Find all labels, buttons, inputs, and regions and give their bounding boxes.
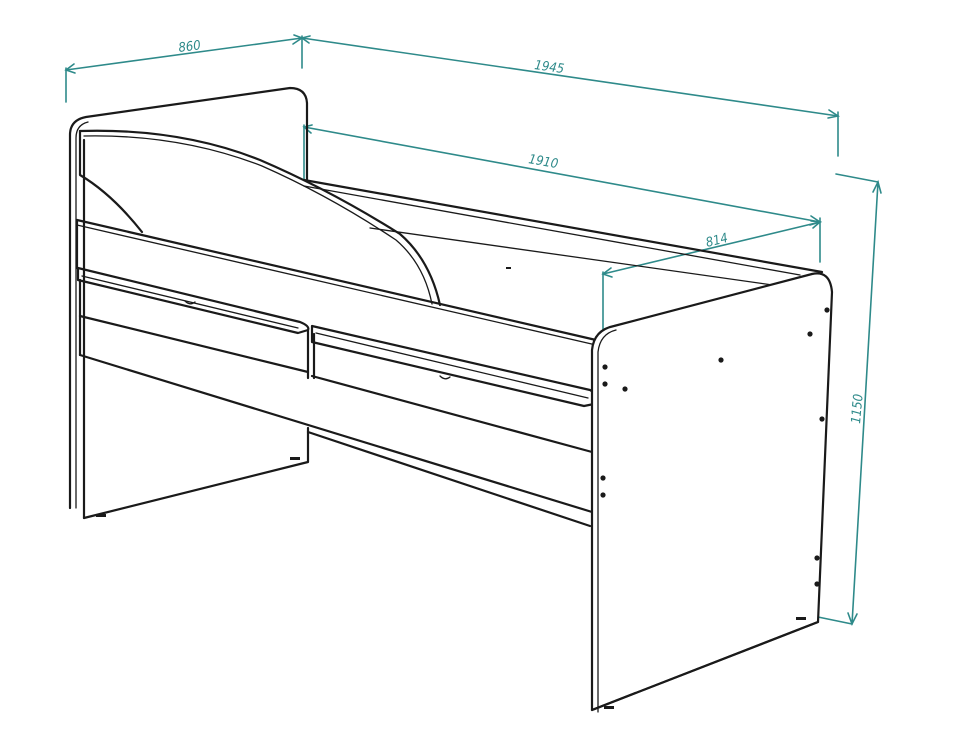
dimension-width-814 [601, 220, 822, 331]
dimension-labels: 860 1945 1910 814 1150 [178, 38, 867, 424]
bed-frame [68, 86, 834, 713]
right-footboard [590, 272, 834, 713]
left-headboard [68, 86, 310, 520]
label-1150: 1150 [849, 393, 867, 424]
drawer-row-upper [76, 266, 597, 454]
back-rail [302, 178, 824, 291]
label-860: 860 [178, 38, 202, 56]
dimension-height-1150 [817, 173, 882, 627]
top-side-board [75, 218, 598, 346]
label-1945: 1945 [533, 58, 565, 77]
dimension-lines [64, 34, 882, 627]
label-814: 814 [704, 231, 729, 251]
label-1910: 1910 [527, 152, 559, 172]
dimension-length-1945 [300, 35, 841, 157]
lower-stretcher [78, 314, 594, 528]
safety-guard [78, 129, 442, 307]
